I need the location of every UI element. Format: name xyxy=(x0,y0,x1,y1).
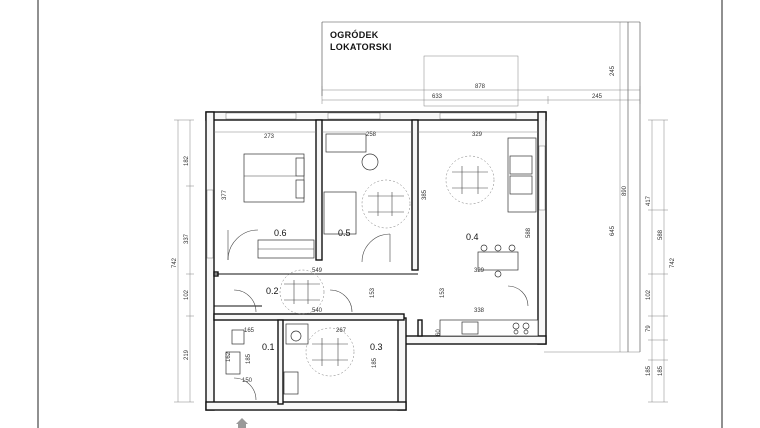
toilet-wc xyxy=(225,351,241,375)
dim-top-left: 633 xyxy=(432,94,443,100)
bed xyxy=(243,153,305,203)
room-label-0-5: 0.5 xyxy=(338,228,351,238)
dim-living-depth: 385 xyxy=(422,189,428,200)
dim-bath-185: 185 xyxy=(372,357,378,368)
wheelchair-symbol-2 xyxy=(445,155,495,205)
wheelchair-symbol-3 xyxy=(279,269,325,315)
dim-living-329b: 329 xyxy=(474,268,485,274)
dim-kitchen-width: 338 xyxy=(474,308,485,314)
room-label-0-6: 0.6 xyxy=(274,228,287,238)
dim-hall-width: 549 xyxy=(312,268,323,274)
wheelchair-symbol-4 xyxy=(305,327,355,377)
dim-bedroom-width: 273 xyxy=(264,134,275,140)
dim-right-588: 588 xyxy=(658,229,664,240)
washbasin xyxy=(290,330,302,342)
outer-walls xyxy=(205,111,547,411)
washbasin-wc xyxy=(231,329,245,345)
dim-room05-width: 258 xyxy=(366,132,377,138)
dim-top-total: 878 xyxy=(475,84,486,90)
dining-table xyxy=(477,244,519,278)
dim-left-742: 742 xyxy=(172,257,178,268)
right-dimension-chain: 417 588 742 102 79 185 185 xyxy=(646,119,676,403)
dim-garden-vertical-total: 890 xyxy=(622,185,628,196)
dim-wc-185: 185 xyxy=(246,353,252,364)
garden-area: OGRÓDEK LOKATORSKI xyxy=(321,21,641,353)
dim-hall-153a: 153 xyxy=(370,287,376,298)
dim-wc-width: 165 xyxy=(244,328,255,334)
dim-right-417: 417 xyxy=(646,195,652,206)
dim-right-79: 79 xyxy=(646,325,652,332)
entrance-arrow-stem xyxy=(238,424,246,428)
room-label-0-3: 0.3 xyxy=(370,342,383,352)
dim-right-185b: 185 xyxy=(658,365,664,376)
room-label-0-2: 0.2 xyxy=(266,286,279,296)
chair xyxy=(361,153,379,171)
dim-right-645: 645 xyxy=(610,225,616,236)
garden-label-line2: LOKATORSKI xyxy=(330,42,392,52)
dim-right-185a: 185 xyxy=(646,365,652,376)
toilet-bath xyxy=(283,371,299,395)
dim-bath-width: 267 xyxy=(336,328,347,334)
top-dimensions: 878 633 245 245 890 645 xyxy=(321,65,641,236)
room-label-0-1: 0.1 xyxy=(262,342,275,352)
desk xyxy=(325,133,367,153)
dim-hall-153b: 153 xyxy=(440,287,446,298)
dim-bedroom-depth: 377 xyxy=(222,189,228,200)
dim-left-182: 182 xyxy=(184,155,190,166)
dim-living-width: 329 xyxy=(472,132,483,138)
kitchen-counter xyxy=(439,319,539,337)
internal-dimensions: 273 258 329 377 385 588 549 329 153 153 … xyxy=(214,131,538,384)
dim-top-right: 245 xyxy=(592,94,603,100)
dim-living-588: 588 xyxy=(526,227,532,238)
dim-right-102: 102 xyxy=(646,289,652,300)
dim-left-102: 102 xyxy=(184,289,190,300)
dim-left-219: 219 xyxy=(184,349,190,360)
wheelchair-symbol xyxy=(361,179,411,229)
dim-garden-vertical: 245 xyxy=(610,65,616,76)
dim-hall-540: 540 xyxy=(312,308,323,314)
garden-label-line1: OGRÓDEK xyxy=(330,29,379,40)
dim-right-742: 742 xyxy=(670,257,676,268)
dim-wc-150: 150 xyxy=(242,378,253,384)
inner-walls xyxy=(213,119,423,405)
sofa xyxy=(507,137,537,213)
dim-left-337: 337 xyxy=(184,233,190,244)
dim-wc-depth: 162 xyxy=(226,351,232,362)
wardrobe-2 xyxy=(323,191,357,235)
doors xyxy=(227,229,529,401)
room-label-0-4: 0.4 xyxy=(466,232,479,242)
entrance-arrow-icon xyxy=(236,418,248,424)
left-dimension-chain: 182 337 742 102 219 xyxy=(172,119,194,403)
dim-kitchen-60: 60 xyxy=(436,329,442,336)
